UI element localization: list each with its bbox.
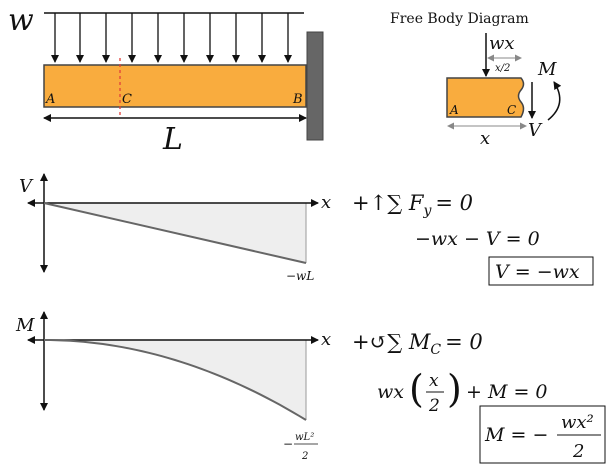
moment-sum-equation: +↺∑ MC= 0: [352, 330, 483, 358]
fbd-point-c-label: C: [507, 103, 516, 117]
shear-result-box: [488, 256, 594, 286]
moment-result-left: M = −: [484, 424, 548, 446]
fbd-beam-segment: [446, 77, 525, 118]
moment-eq-right: + M = 0: [466, 381, 548, 403]
point-c-label: C: [122, 92, 132, 107]
moment-result-numerator: wx²: [561, 412, 594, 433]
shear-x-axis-label: x: [321, 192, 331, 213]
shear-sum-subscript: y: [422, 203, 432, 219]
moment-sum-lhs: +↺∑ M: [352, 330, 431, 354]
fbd-shear-label: V: [528, 120, 543, 141]
moment-y-axis-label: M: [15, 315, 35, 336]
shear-curve: [43, 202, 307, 264]
point-b-label: B: [292, 92, 303, 107]
fbd-point-a-label: A: [449, 103, 459, 117]
shear-diagram: V x −wL +↑∑ Fy= 0 −wx − V = 0 V = −wx: [19, 173, 594, 286]
moment-eq-paren-close: ): [447, 367, 462, 411]
moment-eq-frac-den: 2: [428, 396, 440, 416]
distributed-load-arrows: [51, 13, 292, 63]
fbd-moment-arrow: [547, 81, 562, 121]
fbd-moment-label: M: [537, 59, 557, 80]
moment-curve: [43, 339, 307, 421]
shear-result-equation: V = −wx: [495, 261, 580, 283]
beam-body: [43, 64, 307, 108]
moment-shaded-area: [44, 340, 306, 420]
moment-result-denominator: 2: [572, 441, 584, 462]
shear-end-value-label: −wL: [286, 269, 314, 283]
moment-eq-left: wx: [377, 381, 404, 403]
fixed-wall: [306, 31, 324, 141]
point-a-label: A: [45, 92, 55, 107]
moment-end-sign: −: [283, 437, 293, 451]
fbd-load-label: wx: [489, 33, 515, 54]
shear-equation-line: −wx − V = 0: [415, 228, 540, 250]
moment-end-denominator: 2: [301, 451, 308, 462]
moment-sum-subscript: C: [430, 342, 441, 358]
shear-y-axis-label: V: [19, 176, 34, 197]
fbd-title: Free Body Diagram: [390, 11, 529, 27]
moment-sum-rhs: = 0: [445, 330, 483, 354]
moment-result-box: [479, 405, 606, 464]
main-beam-group: w A C B L: [8, 3, 324, 157]
moment-eq-frac-num: x: [429, 371, 439, 391]
shear-sum-equation: +↑∑ Fy= 0: [352, 191, 473, 219]
moment-diagram: M x − wL² 2 +↺∑ MC= 0 wx ( x 2 ) + M = 0…: [15, 311, 606, 464]
load-symbol: w: [8, 3, 34, 38]
shear-sum-rhs: = 0: [435, 191, 473, 215]
free-body-diagram: Free Body Diagram wx x/2 A C V M x: [390, 11, 562, 149]
moment-end-numerator: wL²: [295, 432, 314, 443]
moment-eq-paren-open: (: [409, 367, 424, 411]
fbd-length-label: x: [480, 128, 490, 149]
fbd-half-distance-label: x/2: [495, 63, 510, 74]
moment-x-axis-label: x: [321, 329, 331, 350]
shear-sum-lhs: +↑∑ F: [352, 191, 425, 215]
length-symbol: L: [162, 122, 183, 157]
